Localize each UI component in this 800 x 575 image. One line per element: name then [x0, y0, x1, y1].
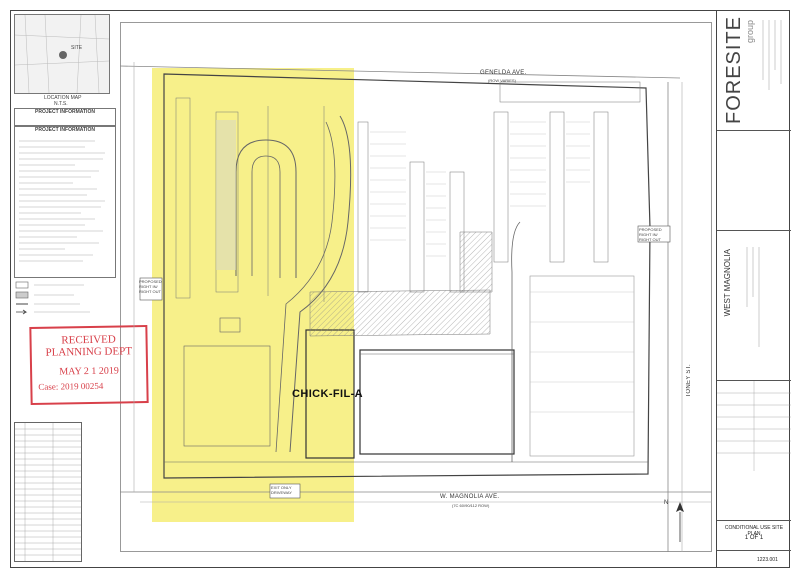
street-east: TONEY ST.: [686, 364, 692, 398]
project-address-lines: [746, 247, 760, 347]
title-block: FORESITE group WEST MAGNOLIA: [716, 10, 791, 568]
sheet-count: 1 OF 1: [744, 535, 764, 541]
location-map: SITE: [14, 14, 110, 94]
site-label: SITE: [71, 45, 83, 51]
retail-building: [359, 349, 515, 455]
drawing-frame: [120, 22, 712, 552]
sheet-number-block: 1223.001: [717, 550, 791, 568]
callout-exit: EXIT ONLY DRIVEWAY: [271, 485, 292, 495]
firm-address-lines: [762, 20, 782, 90]
parking-table-lines: [15, 423, 81, 561]
drive-thru-lane: [235, 139, 297, 278]
north-arrow-label: N: [664, 500, 669, 506]
street-south: W. MAGNOLIA AVE.: [440, 494, 500, 500]
center-parking: [357, 81, 641, 293]
sheet-border: [10, 10, 790, 568]
project-info-lines: [19, 140, 105, 262]
project-info-heading-1: PROJECT INFORMATION: [35, 109, 95, 115]
legend: [14, 280, 114, 320]
project-info-box-1: PROJECT INFORMATION: [14, 108, 116, 126]
north-arrow-icon: [676, 502, 684, 542]
project-name: WEST MAGNOLIA: [723, 249, 732, 317]
location-map-label: LOCATION MAP: [44, 95, 82, 101]
legend-drawing: [15, 281, 90, 315]
location-map-scale: N.T.S.: [54, 101, 68, 107]
street-south-sub: (7C 60/90/112 ROW): [452, 503, 490, 508]
sheet-number: 1223.001: [757, 557, 778, 563]
callout-right: PROPOSED RIGHT IN/ RIGHT OUT: [639, 227, 662, 242]
project-block: WEST MAGNOLIA: [717, 230, 791, 380]
location-map-drawing: [14, 14, 110, 94]
property-boundary: [163, 73, 651, 479]
street-north-sub: (ROW VARIES): [488, 78, 516, 83]
revisions-lines: [717, 381, 791, 471]
tenant-label: CHICK-FIL-A: [292, 388, 363, 400]
project-info-heading-2: PROJECT INFORMATION: [35, 127, 95, 133]
parking-table: [14, 422, 82, 562]
chick-fil-a-building: [305, 329, 355, 459]
firm-sub: group: [745, 20, 755, 44]
revisions-block: [717, 380, 791, 471]
sheet-title-block: CONDITIONAL USE SITE PLAN 1 OF 1: [717, 520, 791, 550]
callout-left: PROPOSED RIGHT IN/ RIGHT OUT: [139, 279, 162, 294]
street-north: GENELDA AVE.: [480, 70, 527, 76]
east-lot: [529, 275, 635, 457]
project-info-box-2: PROJECT INFORMATION: [14, 126, 116, 278]
firm-name: FORESITE: [723, 16, 745, 125]
sheet-title: CONDITIONAL USE SITE PLAN: [724, 525, 784, 537]
site-marker-icon: [59, 51, 67, 59]
firm-block: FORESITE group: [717, 10, 791, 130]
site-plan-drawing: [120, 62, 712, 552]
